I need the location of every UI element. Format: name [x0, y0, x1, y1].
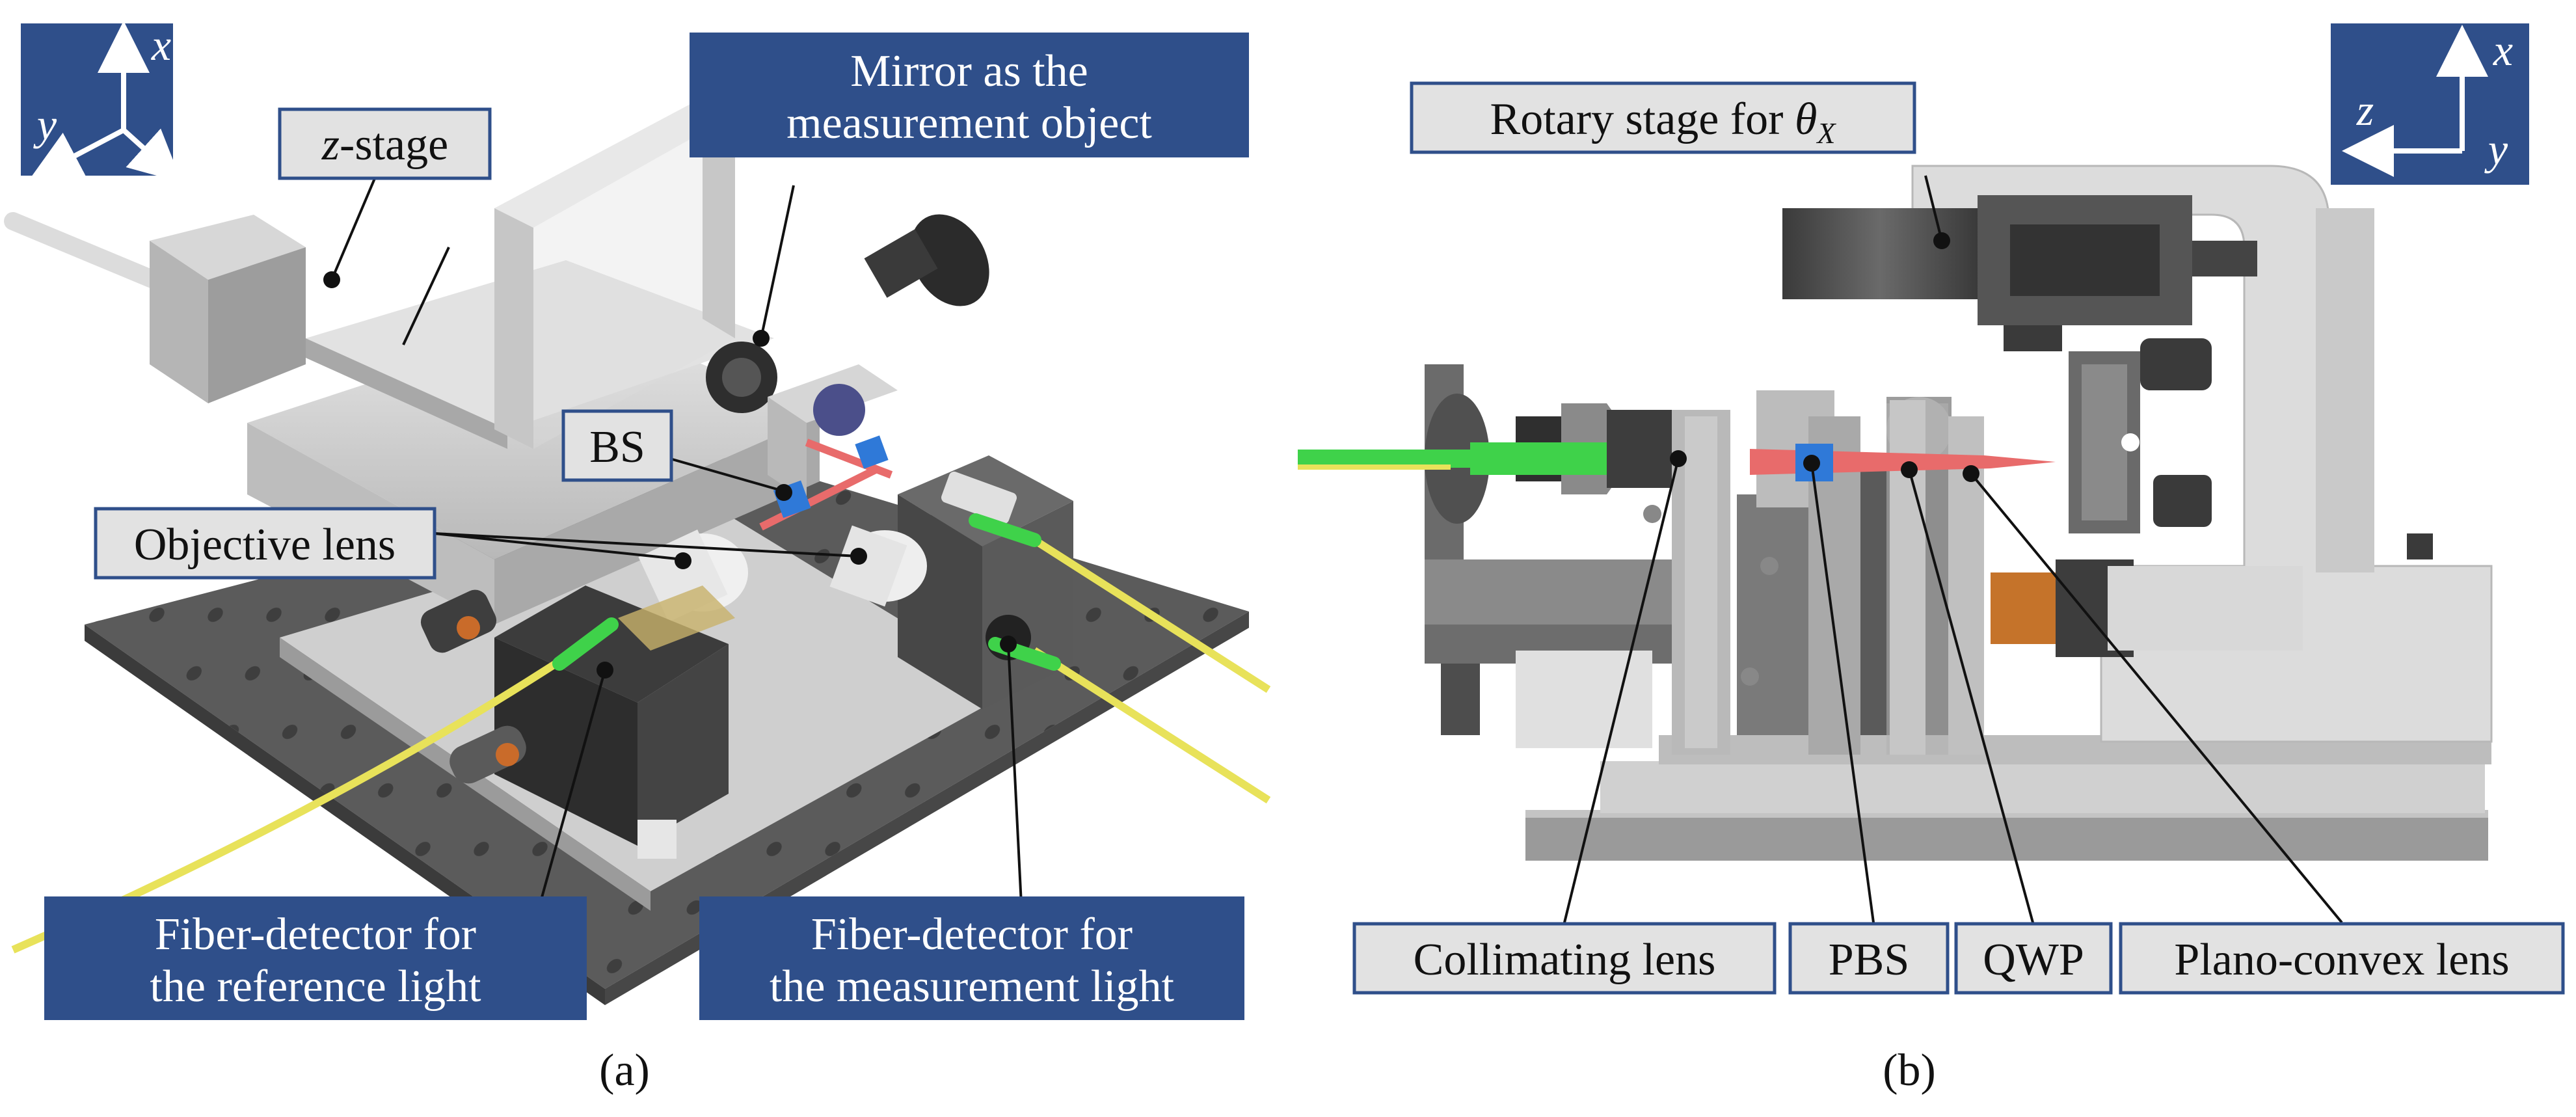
plano-convex-lens-text: Plano-convex lens — [2174, 935, 2509, 985]
axis-b-x-label: x — [2493, 25, 2513, 75]
panel-b-leader-lines — [1563, 175, 2343, 924]
mirror-line2: measurement object — [786, 98, 1152, 148]
meas-line2: the measurement light — [770, 962, 1175, 1012]
label-bs: BS — [561, 409, 673, 482]
axis-a-z-label: z — [183, 100, 201, 149]
axis-b-z-label: z — [2356, 85, 2374, 135]
label-meas-detector: Fiber-detector for the measurement light — [699, 896, 1244, 1020]
axis-a-x-label: x — [151, 20, 171, 70]
label-pbs: PBS — [1788, 922, 1950, 995]
axes-indicator-b: x z y — [2331, 23, 2529, 185]
bs-text: BS — [589, 422, 645, 472]
panel-b-illustration — [1298, 165, 2493, 861]
qwp-text: QWP — [1983, 935, 2084, 985]
panel-a-leader-dots — [323, 271, 1017, 679]
rotary-sub: X — [1816, 116, 1836, 150]
rotary-text: Rotary stage for — [1490, 94, 1795, 144]
axes-indicator-a: x y z — [21, 20, 201, 183]
meas-line1: Fiber-detector for — [811, 909, 1133, 960]
rotary-theta: θ — [1795, 94, 1817, 144]
axis-a-y-label: y — [33, 100, 57, 149]
label-collimating-lens: Collimating lens — [1352, 922, 1777, 995]
svg-text:Rotary stage for θX: Rotary stage for θX — [1490, 94, 1837, 150]
panel-b-leader-dots — [1670, 232, 1979, 482]
ref-line1: Fiber-detector for — [155, 909, 476, 960]
label-qwp: QWP — [1954, 922, 2113, 995]
label-ref-detector: Fiber-detector for the reference light — [44, 896, 587, 1020]
ref-line2: the reference light — [150, 962, 481, 1012]
label-z-stage: z-stage — [278, 107, 492, 180]
label-plano-convex-lens: Plano-convex lens — [2119, 922, 2565, 995]
z-stage-italic: z — [321, 120, 340, 170]
caption-a: (a) — [599, 1045, 650, 1096]
objective-lens-text: Objective lens — [134, 520, 396, 570]
mirror-line1: Mirror as the — [850, 46, 1088, 96]
label-objective-lens: Objective lens — [94, 507, 436, 580]
panel-a-illustration — [4, 98, 1271, 1005]
axis-b-y-label: y — [2484, 124, 2508, 174]
z-stage-rest: -stage — [340, 120, 448, 170]
pbs-text: PBS — [1829, 935, 1910, 985]
label-rotary-stage: Rotary stage for θX — [1410, 81, 1916, 154]
collimating-lens-text: Collimating lens — [1414, 935, 1716, 985]
svg-text:z-stage: z-stage — [321, 120, 448, 170]
caption-b: (b) — [1883, 1045, 1936, 1096]
panel-a-leader-lines — [330, 172, 1023, 905]
label-mirror: Mirror as the measurement object — [690, 33, 1249, 157]
